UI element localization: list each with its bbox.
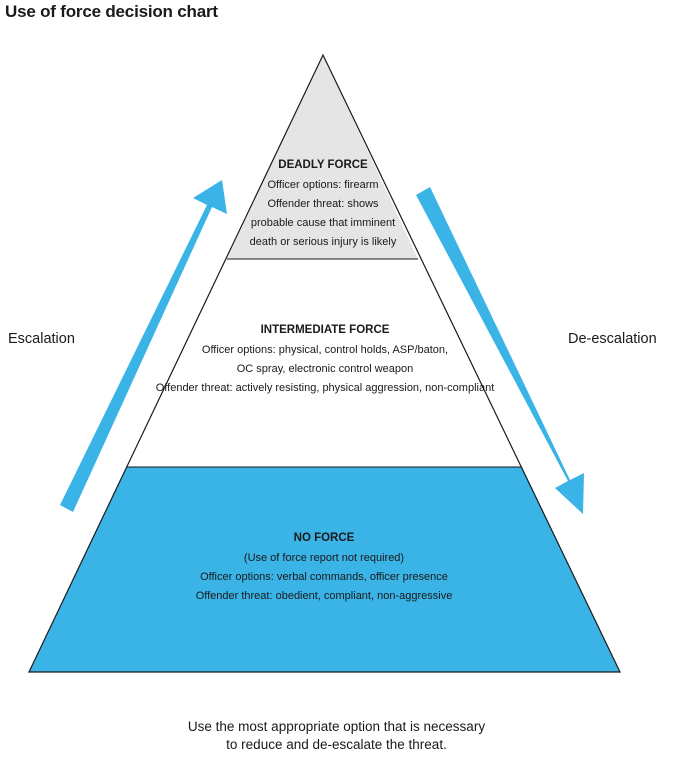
intermediate-force-tier: [127, 259, 522, 467]
no-force-line: (Use of force report not required): [244, 552, 404, 564]
deadly-force-line: Officer options: firearm: [267, 179, 378, 191]
deadly-force-tier: [227, 55, 418, 259]
deadly-force-line: probable cause that imminent: [251, 217, 395, 229]
no-force-line: Officer options: verbal commands, office…: [200, 571, 448, 583]
pyramid-outline: [28, 53, 621, 673]
arrow-down-right-icon: [416, 187, 584, 514]
intermediate-force-line: Offender threat: actively resisting, phy…: [156, 382, 495, 394]
intermediate-force-title: INTERMEDIATE FORCE: [261, 324, 390, 336]
page-title: Use of force decision chart: [5, 2, 218, 21]
footer-note: Use the most appropriate option that is …: [0, 718, 673, 754]
intermediate-force-line: OC spray, electronic control weapon: [237, 363, 414, 375]
deadly-force-line: Offender threat: shows: [267, 198, 379, 210]
footer-line: Use the most appropriate option that is …: [187, 719, 486, 734]
escalation-label: Escalation: [8, 331, 75, 347]
arrow-up-right-icon: [60, 180, 227, 512]
no-force-line: Offender threat: obedient, compliant, no…: [196, 590, 453, 602]
no-force-tier: [29, 467, 620, 672]
intermediate-force-line: Officer options: physical, control holds…: [202, 344, 448, 356]
deadly-force-line: death or serious injury is likely: [250, 236, 397, 248]
de-escalation-label: De-escalation: [568, 331, 657, 347]
no-force-title: NO FORCE: [294, 532, 355, 544]
footer-line: to reduce and de-escalate the threat.: [226, 737, 447, 752]
deadly-force-title: DEADLY FORCE: [278, 159, 368, 171]
